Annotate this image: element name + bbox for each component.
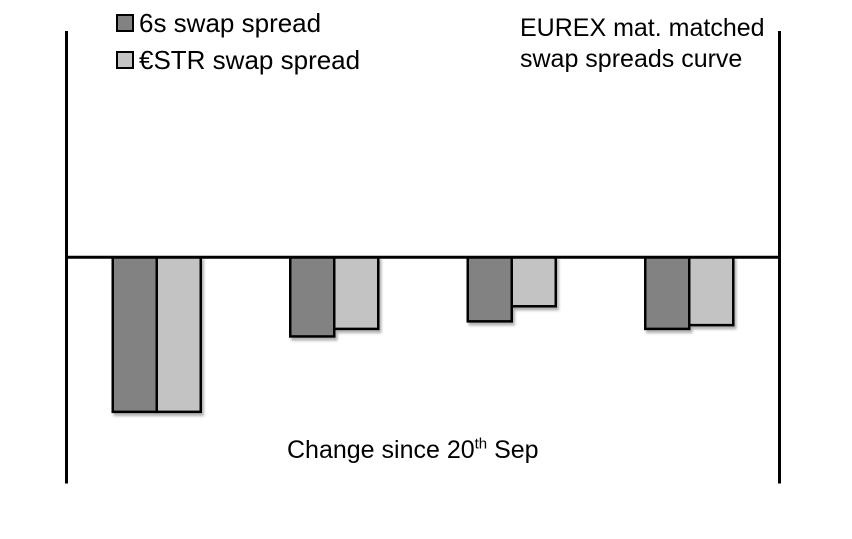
bar-bund-str-swap-spread [510,256,557,308]
bars-group [111,256,735,414]
bar-bobl-6s-swap-spread [289,256,336,338]
legend-item-estr-swap-spread: €STR swap spread [116,45,360,75]
legend-label-estr: €STR swap spread [139,45,361,75]
legend-swatch-estr-icon [116,51,134,69]
change-since-prefix: Change since 20 [287,436,475,464]
bar-bobl-str-swap-spread [333,256,380,331]
legend-swatch-6s-icon [116,14,134,32]
change-since-annotation: Change since 20th Sep [287,435,539,465]
eurex-annotation-line1: EUREX mat. matched [520,14,765,42]
legend-item-6s-swap-spread: 6s swap spread [116,8,360,38]
eurex-annotation-line2: swap spreads curve [520,45,743,73]
bar-schatz-6s-swap-spread [111,256,158,414]
bar-buxl-6s-swap-spread [644,256,691,331]
bar-schatz-str-swap-spread [155,256,202,414]
change-since-superscript: th [474,435,488,453]
change-since-suffix: Sep [487,436,539,464]
axes-group [65,31,781,484]
legend-label-6s: 6s swap spread [139,8,322,38]
bar-bund-6s-swap-spread [466,256,513,323]
eurex-annotation: EUREX mat. matched swap spreads curve [520,13,765,75]
bar-buxl-str-swap-spread [688,256,735,327]
legend: 6s swap spread €STR swap spread [116,8,360,75]
